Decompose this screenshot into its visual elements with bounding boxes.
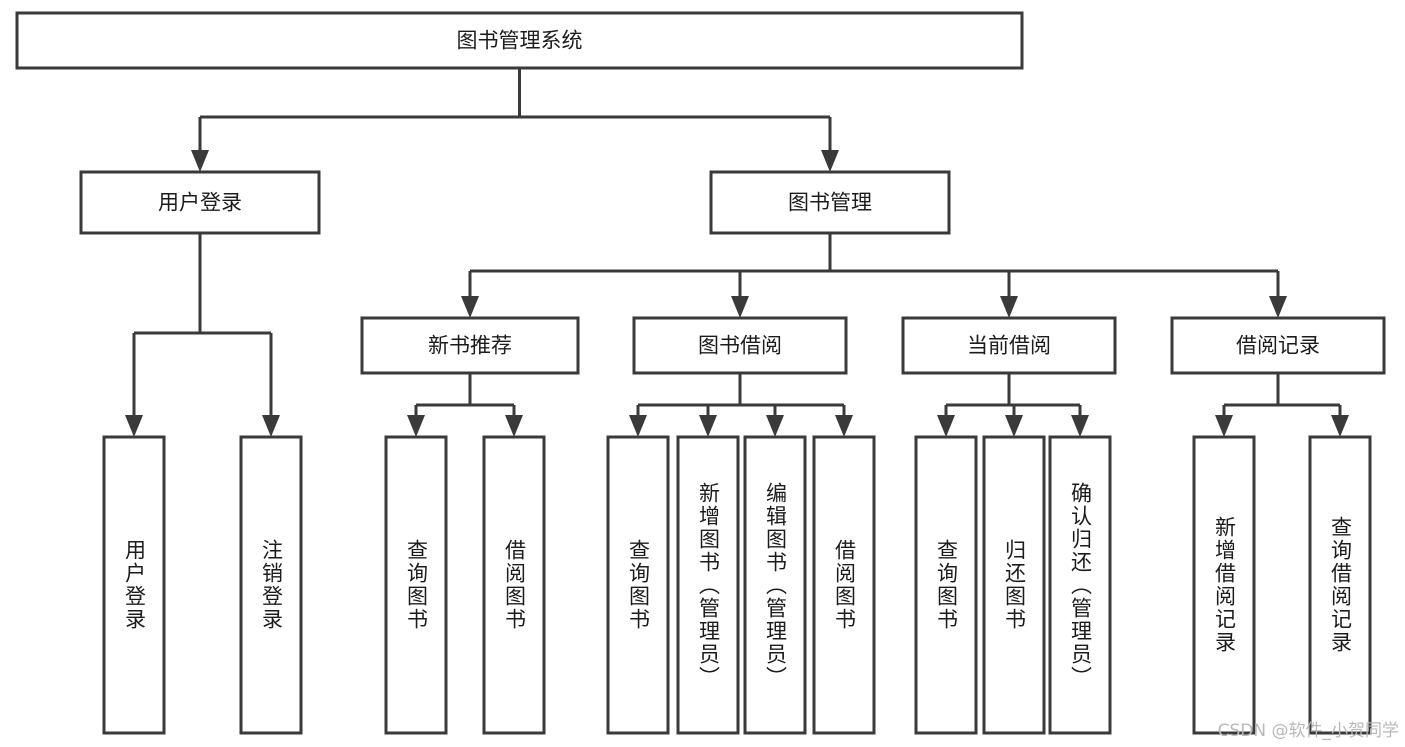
leaf-box-7[interactable]	[812, 435, 876, 735]
leaf-box-10[interactable]	[1048, 435, 1112, 735]
node-l3-box-0[interactable]	[360, 316, 580, 375]
node-root-label: 图书管理系统	[457, 29, 583, 53]
arrow-login-to-leaf-0-head	[125, 415, 143, 437]
node-l3-label-1: 图书借阅	[698, 334, 782, 358]
arrow-l3-0-to-leaf-1-head	[505, 415, 523, 437]
node-l3-label-2: 当前借阅	[967, 334, 1051, 358]
arrow-mgmt-to-l3-3-head	[1269, 296, 1287, 318]
leaf-box-5[interactable]	[676, 435, 740, 735]
leaf-box-4[interactable]	[606, 435, 670, 735]
leaf-box-12[interactable]	[1308, 435, 1372, 735]
node-l2-label-1: 图书管理	[788, 191, 872, 215]
leaf-box-0[interactable]	[102, 435, 166, 735]
arrow-l3-3-to-leaf-0-head	[1215, 415, 1233, 437]
arrow-l3-1-to-leaf-1-head	[699, 415, 717, 437]
arrow-l3-2-to-leaf-0-head	[937, 415, 955, 437]
node-l2-label-0: 用户登录	[158, 191, 242, 215]
arrow-root-to-l2-0-head	[191, 150, 209, 172]
arrow-mgmt-to-l3-1-head	[731, 296, 749, 318]
arrow-l3-0-to-leaf-0-head	[407, 415, 425, 437]
node-l3-box-3[interactable]	[1170, 316, 1386, 375]
leaf-box-6[interactable]	[743, 435, 807, 735]
leaf-box-1[interactable]	[239, 435, 303, 735]
node-l2-box-1[interactable]	[709, 170, 951, 235]
arrow-l3-2-to-leaf-1-head	[1005, 415, 1023, 437]
node-root-box[interactable]	[15, 11, 1024, 70]
leaf-box-9[interactable]	[982, 435, 1046, 735]
arrow-l3-1-to-leaf-0-head	[629, 415, 647, 437]
leaf-box-8[interactable]	[914, 435, 978, 735]
node-l2-box-0[interactable]	[79, 170, 321, 235]
node-l3-label-0: 新书推荐	[428, 334, 512, 358]
arrow-l3-1-to-leaf-2-head	[766, 415, 784, 437]
arrow-l3-3-to-leaf-1-head	[1331, 415, 1349, 437]
arrow-mgmt-to-l3-0-head	[461, 296, 479, 318]
arrow-root-to-l2-1-head	[821, 150, 839, 172]
watermark-text: CSDN @软件_小贺同学	[1217, 721, 1399, 741]
arrow-l3-1-to-leaf-3-head	[835, 415, 853, 437]
leaf-box-3[interactable]	[482, 435, 546, 735]
node-l3-label-3: 借阅记录	[1236, 334, 1320, 358]
arrow-mgmt-to-l3-2-head	[1000, 296, 1018, 318]
arrow-login-to-leaf-1-head	[262, 415, 280, 437]
node-l3-box-2[interactable]	[901, 316, 1117, 375]
node-l3-box-1[interactable]	[632, 316, 848, 375]
connector-layer	[125, 68, 1349, 437]
leaf-box-2[interactable]	[384, 435, 448, 735]
node-box-layer	[15, 11, 1386, 735]
arrow-l3-2-to-leaf-2-head	[1071, 415, 1089, 437]
leaf-box-11[interactable]	[1192, 435, 1256, 735]
